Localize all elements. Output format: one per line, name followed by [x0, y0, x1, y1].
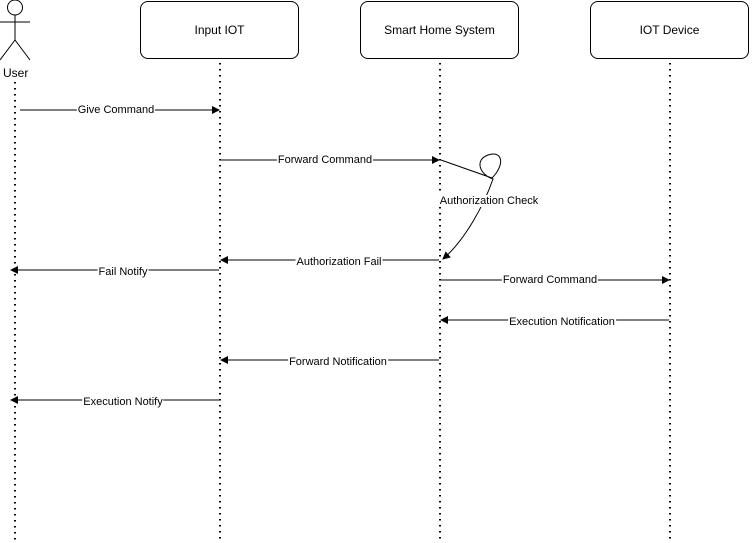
input-iot-label: Input IOT	[194, 23, 245, 37]
execution-notify-label: Execution Notify	[82, 396, 164, 408]
forward-command-device-label: Forward Command	[501, 274, 599, 286]
input-iot-box: Input IOT	[140, 1, 299, 59]
authorization-fail-label: Authorization Fail	[295, 256, 383, 268]
user-actor-label: User	[3, 66, 29, 80]
iot-device-box: IOT Device	[590, 1, 749, 59]
forward-notification-label: Forward Notification	[288, 356, 388, 368]
authorization-check-self-arrow	[440, 153, 501, 260]
user-actor-icon	[0, 0, 31, 61]
fail-notify-label: Fail Notify	[97, 266, 149, 278]
smart-home-system-box: Smart Home System	[360, 1, 519, 59]
smart-home-system-label: Smart Home System	[384, 23, 495, 37]
authorization-check-label: Authorization Check	[438, 195, 540, 207]
forward-command-label: Forward Command	[276, 154, 374, 166]
give-command-label: Give Command	[76, 104, 156, 116]
iot-device-label: IOT Device	[639, 23, 700, 37]
execution-notification-label: Execution Notification	[508, 316, 616, 328]
